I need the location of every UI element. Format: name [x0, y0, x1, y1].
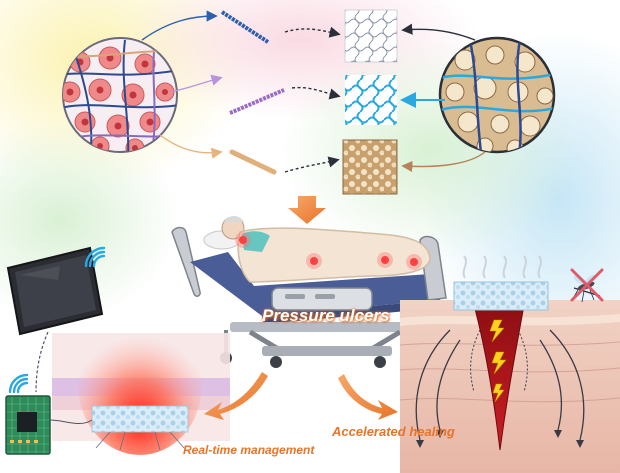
foam-scaffold	[342, 139, 398, 195]
tablet-icon	[6, 246, 104, 336]
wifi-icon	[84, 246, 106, 268]
lightning-icon	[489, 319, 507, 403]
flow-arrows-right	[400, 23, 486, 173]
nanofiber-purple	[229, 88, 285, 115]
bed-icon	[171, 226, 447, 368]
wifi-icon	[8, 373, 29, 394]
down-arrow	[288, 196, 326, 224]
curved-arrow-left	[204, 372, 268, 420]
wireless-link	[35, 331, 49, 393]
mesh-scaffold-gray	[344, 9, 398, 63]
wound-healing-panel	[399, 300, 620, 473]
pressure-ulcers-label: Pressure ulcers	[262, 306, 390, 325]
nanofiber-tan	[229, 149, 277, 175]
real-time-management-label: Real-time management	[183, 443, 315, 457]
flow-arrows-left	[141, 10, 223, 159]
no-symbol-icon	[570, 268, 604, 302]
dashed-arrows	[284, 26, 341, 173]
circuit-board-icon	[5, 395, 93, 455]
skin-heat-panel	[52, 315, 230, 455]
accelerated-healing-label: Accelerated healing	[332, 424, 455, 439]
scaffold-foam-circle	[438, 36, 556, 154]
patient-icon	[203, 216, 431, 283]
mesh-scaffold-blue	[345, 75, 397, 125]
nanofiber-blue	[220, 10, 270, 44]
curved-arrow-right	[338, 374, 398, 420]
cell-fiber-circle	[62, 37, 178, 153]
sponge-dressing	[453, 255, 549, 311]
